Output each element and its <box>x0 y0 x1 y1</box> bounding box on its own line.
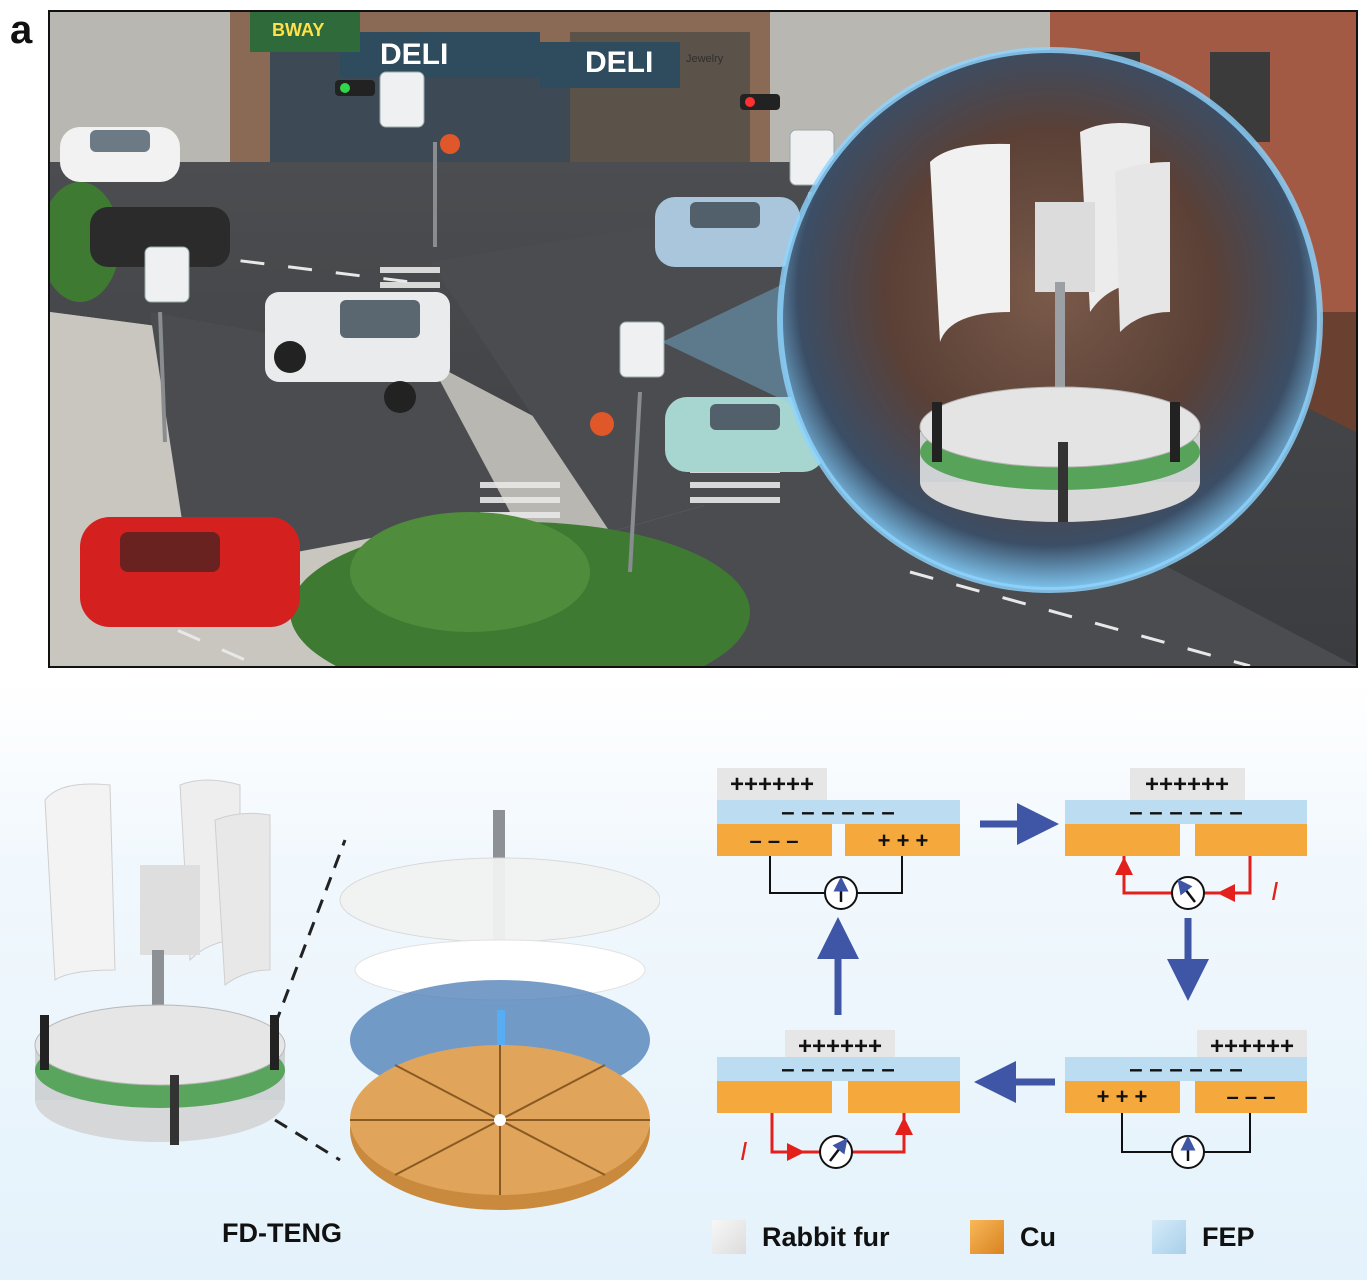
fep-charge-label: – – – – – – <box>781 1056 894 1083</box>
cu-left-charge-label: + + + <box>1097 1084 1148 1109</box>
car-teal <box>665 397 825 472</box>
fur-charge-label: ++++++ <box>1145 771 1229 798</box>
state-top-left: ++++++ – – – – – – – – – + + + <box>717 768 960 910</box>
fd-teng-device-illustration <box>34 779 660 1210</box>
pickup-truck-white <box>265 292 450 413</box>
fd-teng-label: FD-TENG <box>222 1218 342 1248</box>
legend-label: Cu <box>1020 1221 1056 1252</box>
legend-label: FEP <box>1202 1221 1255 1252</box>
store-sign-deli-1: DELI <box>380 38 448 71</box>
cu-right-charge-label: + + + <box>878 828 929 853</box>
cu-right-charge-label: – – – <box>1227 1084 1276 1109</box>
mini-turbine-2 <box>144 246 190 303</box>
rabbit-fur-layer <box>717 768 827 800</box>
car-red <box>80 517 300 627</box>
fur-charge-label: ++++++ <box>1210 1033 1294 1060</box>
panel-label-a: a <box>10 8 33 52</box>
legend-swatch-fep <box>1152 1220 1186 1254</box>
car-white <box>60 127 180 182</box>
fep-charge-label: – – – – – – <box>1129 1056 1242 1083</box>
cu-electrode-right <box>845 824 960 856</box>
current-label: I <box>1271 876 1278 906</box>
fep-layer <box>1065 800 1307 824</box>
store-sign-deli-2: DELI <box>585 46 653 79</box>
legend-fep: FEP <box>1152 1220 1255 1254</box>
no-entry-sign <box>440 134 460 154</box>
cu-electrode-left <box>1065 824 1180 856</box>
cu-electrode-left <box>1065 1081 1180 1113</box>
mini-turbine-1 <box>379 71 425 128</box>
current-label: I <box>740 1136 747 1166</box>
fep-layer <box>1065 1057 1307 1081</box>
cu-electrode-right <box>1195 824 1307 856</box>
fep-charge-label: – – – – – – <box>1129 799 1242 826</box>
cu-electrode-left <box>717 824 832 856</box>
assembled-turbine <box>34 779 286 1145</box>
fep-layer <box>717 1057 960 1081</box>
legend-swatch-cu <box>970 1220 1004 1254</box>
street-scene-illustration: DELI DELI BWAY Jewelry <box>48 10 1358 668</box>
magnified-turbine-bubble <box>777 47 1323 593</box>
fep-charge-label: – – – – – – <box>781 799 894 826</box>
fur-charge-label: ++++++ <box>798 1033 882 1060</box>
exploded-view <box>339 810 660 1210</box>
legend-rabbit-fur: Rabbit fur <box>712 1220 890 1254</box>
mini-turbine-3 <box>619 321 665 378</box>
car-blue <box>655 197 800 267</box>
legend-cu: Cu <box>970 1220 1056 1254</box>
cu-electrode-right <box>1195 1081 1307 1113</box>
fur-charge-label: ++++++ <box>730 771 814 798</box>
state-bottom-left: ++++++ – – – – – – I <box>717 1030 960 1169</box>
legend-swatch-rabbit-fur <box>712 1220 746 1254</box>
state-top-right: ++++++ – – – – – – I <box>1065 768 1307 910</box>
car-black <box>90 207 230 267</box>
state-bottom-right: ++++++ – – – – – – + + + – – – <box>1065 1030 1307 1169</box>
legend-label: Rabbit fur <box>762 1221 890 1252</box>
store-sign-jewelry: Jewelry <box>686 53 724 65</box>
cu-electrode-right <box>848 1081 960 1113</box>
cu-electrode-left <box>717 1081 832 1113</box>
rabbit-fur-layer <box>785 1030 895 1062</box>
working-mechanism-diagram: ++++++ – – – – – – – – – + + + ++++++ – … <box>717 768 1307 1169</box>
fep-layer <box>717 800 960 824</box>
rabbit-fur-layer <box>1130 768 1245 800</box>
rabbit-fur-layer <box>1197 1030 1307 1062</box>
store-sign-subway: BWAY <box>272 20 324 40</box>
cu-left-charge-label: – – – <box>750 828 799 853</box>
